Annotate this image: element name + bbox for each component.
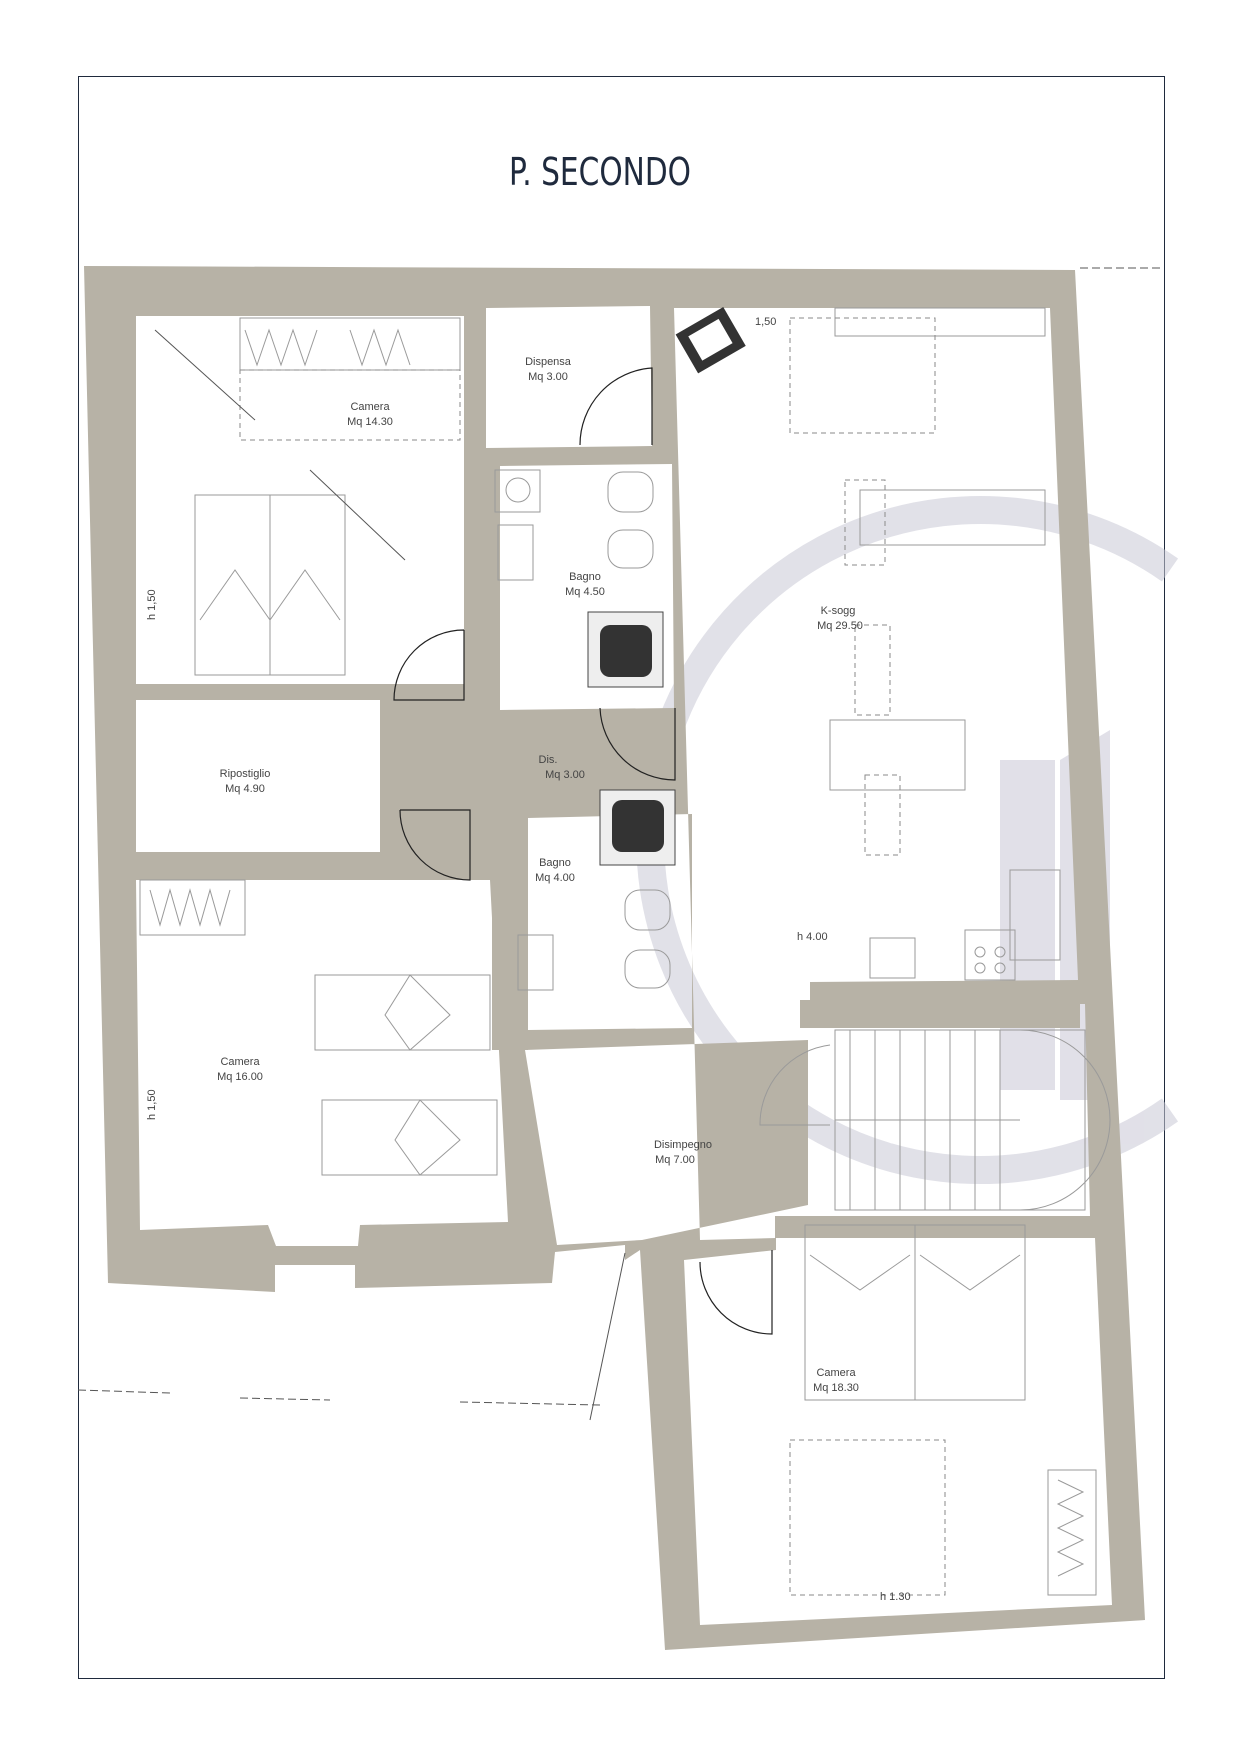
room-labels: Camera Mq 14.30 Dispensa Mq 3.00 Bagno M… [217, 356, 863, 1394]
room-name: Camera [816, 1367, 856, 1379]
room-area: Mq 3.00 [528, 371, 568, 383]
room-area: Mq 14.30 [347, 416, 393, 428]
room-name: Dispensa [525, 356, 572, 368]
room-area: Mq 18.30 [813, 1382, 859, 1394]
exterior-walls [84, 266, 1145, 1650]
stove-icon [675, 306, 746, 374]
room-area: Mq 4.90 [225, 783, 265, 795]
page-frame [78, 76, 1165, 1679]
room-name: Camera [350, 401, 390, 413]
interior-walls [380, 300, 1080, 1050]
room-name: Dis. [539, 754, 558, 766]
room-area: Mq 4.50 [565, 586, 605, 598]
furniture [139, 307, 1097, 1596]
room-area: Mq 16.00 [217, 1071, 263, 1083]
height-label: h 1.30 [880, 1591, 911, 1603]
room-area: Mq 29.50 [817, 620, 863, 632]
doors [393, 367, 773, 1421]
site-lines [77, 267, 1160, 1406]
room-name: Bagno [569, 571, 601, 583]
room-name: K-sogg [821, 605, 856, 617]
height-annotations: h 1,50 h 1,50 1,50 h 4.00 h 1.30 [146, 316, 911, 1603]
room-name: Bagno [539, 857, 571, 869]
height-label: h 1,50 [146, 589, 158, 620]
height-label: h 1,50 [146, 1089, 158, 1120]
bathroom-fixtures [494, 469, 676, 991]
page-title: P. SECONDO [508, 150, 691, 194]
room-name: Camera [220, 1056, 260, 1068]
room-area: Mq 7.00 [655, 1154, 695, 1166]
staircase [759, 1029, 1111, 1211]
room-name: Disimpegno [654, 1139, 712, 1151]
height-label: 1,50 [755, 316, 776, 328]
room-area: Mq 3.00 [545, 769, 585, 781]
height-label: h 4.00 [797, 931, 828, 943]
room-area: Mq 4.00 [535, 872, 575, 884]
room-name: Ripostiglio [220, 768, 271, 780]
